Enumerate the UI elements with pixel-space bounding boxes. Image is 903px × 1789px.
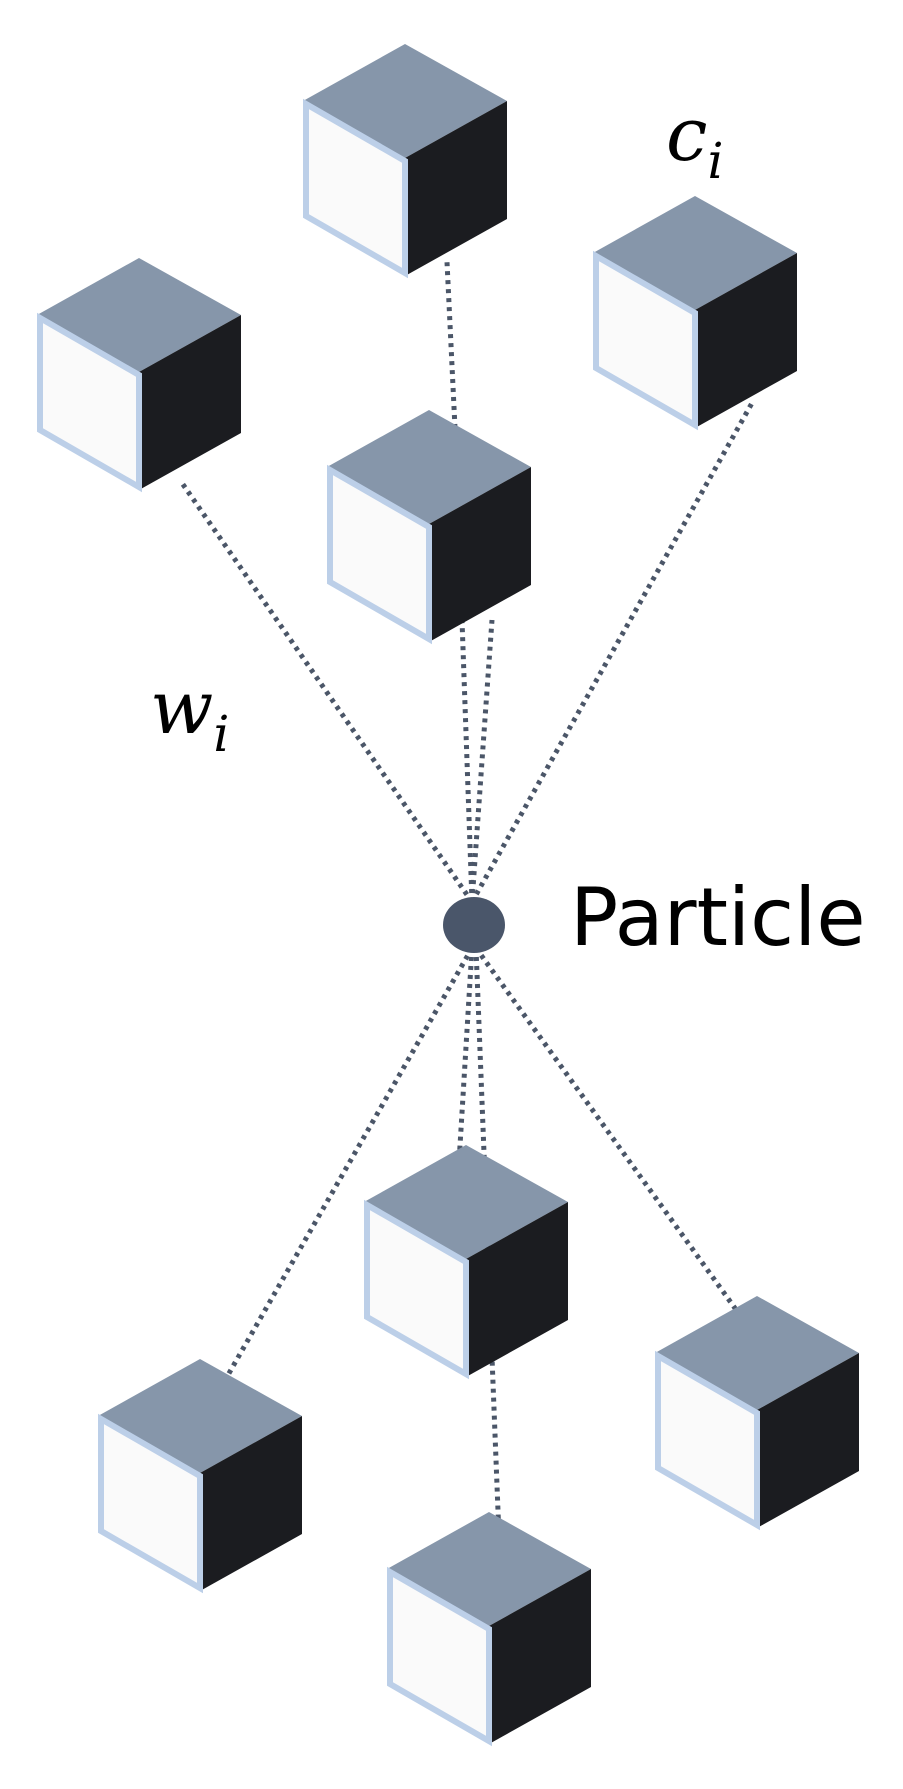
weight-label-base: w [150,665,213,751]
link-top-center-b [469,619,495,903]
link-top-left [179,481,475,904]
link-bottom-right [473,946,763,1345]
particle-label: Particle [570,871,866,964]
particle-node [443,897,505,953]
cube-center-lower [364,1145,568,1377]
link-top-center-to-top [444,261,458,429]
link-top-center-a [459,619,475,903]
cell-label: ci [666,92,723,190]
weight-label: wi [150,665,229,763]
cell-label-sub: i [707,132,723,190]
weight-label-sub: i [213,705,229,763]
cube-bottom-left [98,1359,302,1591]
cube-center-upper [327,410,531,642]
cube-right [593,196,797,428]
cube-top [303,44,507,276]
cell-label-base: c [666,92,707,178]
cube-bottom-right [655,1296,859,1528]
cube-bottom [387,1512,591,1744]
cube-left [37,258,241,490]
link-bottom-left [205,946,475,1412]
